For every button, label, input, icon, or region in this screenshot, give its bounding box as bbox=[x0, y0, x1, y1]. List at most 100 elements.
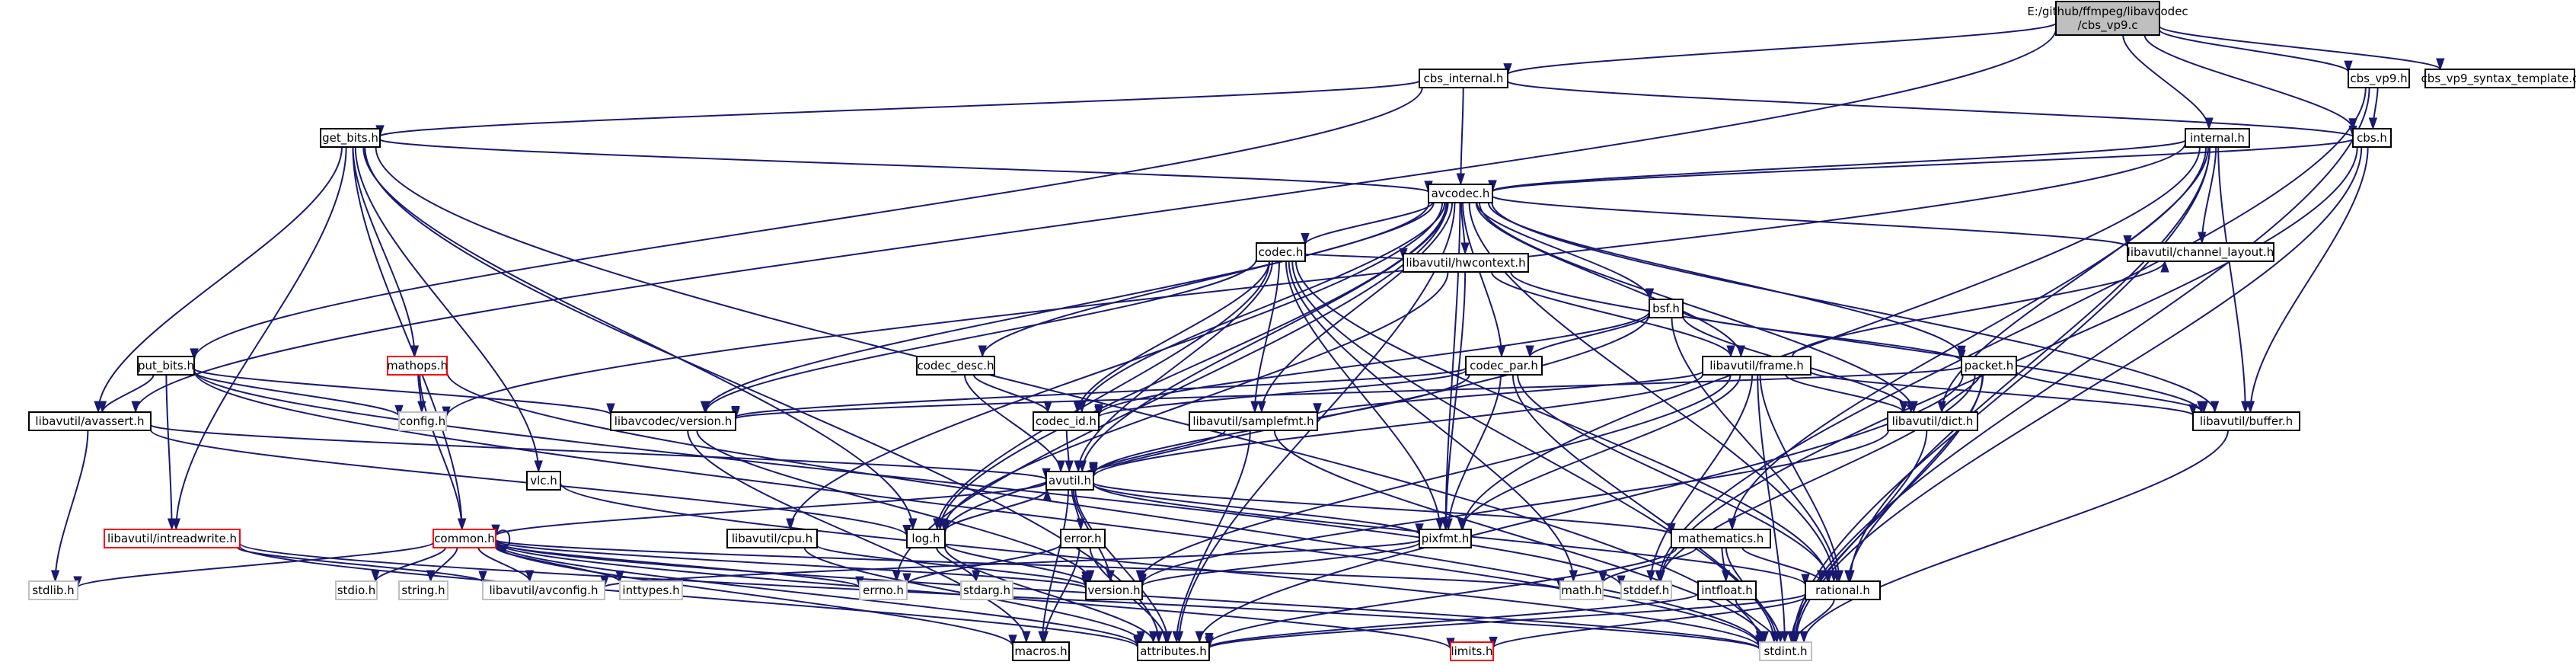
node-box bbox=[1012, 641, 1070, 661]
node-string: string.h bbox=[398, 580, 448, 600]
edge-cbs_internal-to-put_bits bbox=[190, 87, 1423, 361]
node-box bbox=[726, 529, 818, 548]
node-get-bits[interactable]: get_bits.h bbox=[320, 128, 381, 148]
node-internal[interactable]: internal.h bbox=[2185, 128, 2250, 148]
node-box bbox=[1256, 242, 1306, 262]
node-samplefmt[interactable]: libavutil/samplefmt.h bbox=[1189, 411, 1318, 431]
node-common[interactable]: common.h bbox=[433, 529, 496, 548]
node-config: config.h bbox=[398, 411, 447, 431]
node-pixfmt[interactable]: pixfmt.h bbox=[1419, 529, 1472, 548]
node-hwcontext[interactable]: libavutil/hwcontext.h bbox=[1403, 253, 1529, 273]
node-errno: errno.h bbox=[859, 580, 908, 600]
node-label: mathematics.h bbox=[1678, 532, 1764, 545]
node-vlc[interactable]: vlc.h bbox=[526, 471, 561, 491]
node-packet[interactable]: packet.h bbox=[1961, 356, 2017, 376]
node-error[interactable]: error.h bbox=[1060, 529, 1106, 548]
node-log[interactable]: log.h bbox=[906, 529, 946, 548]
node-version-h[interactable]: version.h bbox=[1085, 580, 1143, 600]
node-cbs-vp9-syntax[interactable]: cbs_vp9_syntax_template.c bbox=[2421, 69, 2576, 88]
node-layer: E:/github/ffmpeg/libavcodec/cbs_vp9.ccbs… bbox=[28, 1, 2576, 661]
node-cbs-internal[interactable]: cbs_internal.h bbox=[1419, 69, 1508, 88]
node-label: stdlib.h bbox=[32, 583, 74, 597]
edge-cbs_vp9-to-stdint bbox=[1790, 87, 2370, 644]
node-label: stdio.h bbox=[337, 583, 376, 597]
node-intfloat[interactable]: intfloat.h bbox=[1697, 580, 1757, 600]
node-avconfig: libavutil/avconfig.h bbox=[482, 580, 605, 600]
node-channel-layout[interactable]: libavutil/channel_layout.h bbox=[2127, 242, 2274, 262]
edge-codec-to-version bbox=[701, 258, 1257, 414]
node-label: libavutil/intreadwrite.h bbox=[107, 532, 237, 545]
node-avassert[interactable]: libavutil/avassert.h bbox=[28, 411, 152, 431]
edge-packet-to-dict bbox=[1937, 374, 1981, 414]
node-avutil[interactable]: avutil.h bbox=[1045, 471, 1094, 491]
edge-buffer-to-stdint bbox=[1799, 430, 2229, 644]
node-stdio: stdio.h bbox=[335, 580, 378, 600]
node-box bbox=[2185, 128, 2250, 148]
node-label: string.h bbox=[401, 583, 445, 597]
node-codec-desc[interactable]: codec_desc.h bbox=[916, 356, 995, 376]
node-label: error.h bbox=[1064, 532, 1101, 545]
node-label: errno.h bbox=[863, 583, 904, 597]
node-macros[interactable]: macros.h bbox=[1012, 641, 1070, 661]
node-rational[interactable]: rational.h bbox=[1805, 580, 1881, 600]
node-version[interactable]: libavcodec/version.h bbox=[610, 411, 736, 431]
node-label: codec_par.h bbox=[1470, 359, 1538, 373]
node-codec-par[interactable]: codec_par.h bbox=[1465, 356, 1543, 376]
edge-frame-to-rational bbox=[1759, 374, 1844, 583]
node-label: cbs.h bbox=[2357, 131, 2387, 145]
node-limits[interactable]: limits.h bbox=[1450, 641, 1494, 661]
node-box bbox=[526, 471, 561, 491]
node-codec[interactable]: codec.h bbox=[1256, 242, 1306, 262]
node-label: codec_desc.h bbox=[917, 359, 994, 373]
node-buffer[interactable]: libavutil/buffer.h bbox=[2192, 411, 2300, 431]
edge-codec_desc-to-avutil bbox=[963, 374, 1065, 473]
edge-root-to-cbs_vp9_syntax bbox=[2159, 25, 2445, 71]
node-box bbox=[2424, 69, 2575, 88]
node-label: libavcodec/version.h bbox=[614, 414, 733, 428]
node-intreadwrite[interactable]: libavutil/intreadwrite.h bbox=[104, 529, 241, 548]
edge-dict-to-version_h bbox=[1138, 430, 1889, 586]
edge-mathops-to-common bbox=[419, 374, 467, 531]
edge-put_bits-to-config bbox=[193, 371, 404, 417]
node-label: libavutil/hwcontext.h bbox=[1406, 256, 1525, 270]
edge-frame-to-version_h bbox=[1135, 374, 1732, 583]
edge-frame-to-samplefmt bbox=[1313, 370, 1703, 416]
edge-bsf-to-packet bbox=[1682, 310, 1966, 363]
node-mathops[interactable]: mathops.h bbox=[387, 356, 448, 376]
node-label: attributes.h bbox=[1140, 644, 1207, 658]
edge-internal-to-rational bbox=[1846, 146, 2211, 583]
edge-get_bits-to-avcodec bbox=[379, 139, 1433, 193]
node-stdlib: stdlib.h bbox=[28, 580, 78, 600]
node-avcodec[interactable]: avcodec.h bbox=[1428, 184, 1493, 203]
node-root[interactable]: E:/github/ffmpeg/libavcodec/cbs_vp9.c bbox=[2027, 1, 2188, 36]
edge-root-to-cbs_vp9 bbox=[2159, 29, 2353, 73]
node-box bbox=[619, 580, 683, 600]
edge-common-to-macros bbox=[495, 544, 1017, 647]
node-inttypes: inttypes.h bbox=[619, 580, 683, 600]
edge-log-to-avutil bbox=[944, 488, 1052, 532]
node-bsf[interactable]: bsf.h bbox=[1649, 299, 1684, 318]
node-label: rational.h bbox=[1815, 583, 1870, 597]
edge-common-to-avconfig bbox=[477, 547, 535, 583]
node-attributes[interactable]: attributes.h bbox=[1137, 641, 1210, 661]
node-cbs-vp9[interactable]: cbs_vp9.h bbox=[2348, 69, 2410, 88]
edge-avcodec-to-log bbox=[935, 202, 1448, 531]
node-dict[interactable]: libavutil/dict.h bbox=[1887, 411, 1978, 431]
node-label: avutil.h bbox=[1049, 474, 1091, 488]
edge-avcodec-to-codec_desc bbox=[978, 202, 1435, 358]
node-label: codec_id.h bbox=[1036, 414, 1096, 429]
node-box bbox=[1419, 529, 1472, 548]
node-mathematics[interactable]: mathematics.h bbox=[1671, 529, 1771, 548]
edge-bsf-to-codec_par bbox=[1525, 314, 1650, 358]
node-label: internal.h bbox=[2190, 131, 2245, 145]
edge-avassert-to-stdlib bbox=[50, 430, 89, 583]
node-label: limits.h bbox=[1451, 644, 1492, 658]
node-put-bits[interactable]: put_bits.h bbox=[137, 356, 195, 376]
edge-avcodec-to-channel_layout bbox=[1492, 195, 2132, 248]
node-codec-id[interactable]: codec_id.h bbox=[1033, 411, 1100, 431]
node-cpu[interactable]: libavutil/cpu.h bbox=[726, 529, 818, 548]
edge-rational-to-stdint bbox=[1789, 599, 1835, 644]
node-cbs[interactable]: cbs.h bbox=[2352, 128, 2392, 148]
node-label: stddef.h bbox=[1623, 583, 1669, 597]
node-frame[interactable]: libavutil/frame.h bbox=[1702, 356, 1811, 376]
